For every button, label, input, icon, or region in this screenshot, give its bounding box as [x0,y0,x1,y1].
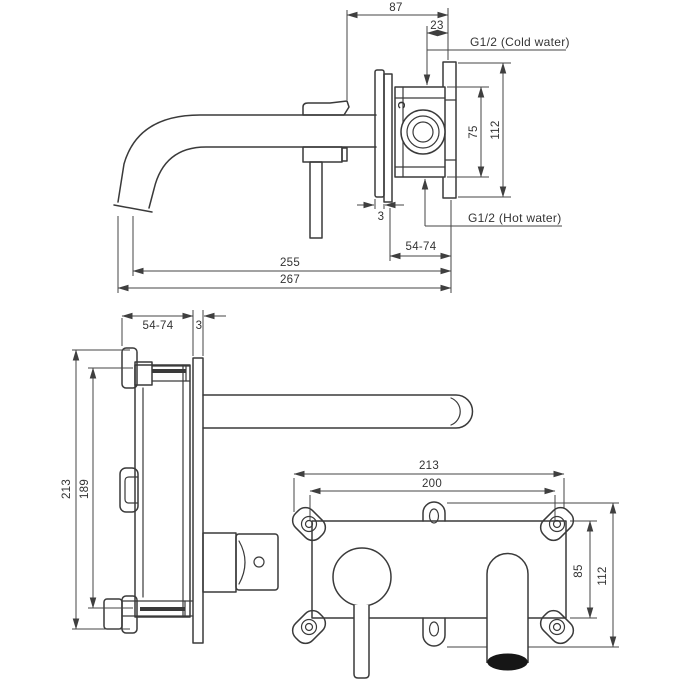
cold-marking: C [395,101,407,109]
spout-outlet-face [113,204,153,213]
box-body-side [103,347,204,644]
bottom-center-lug [422,617,446,647]
top-bolt-thread [152,369,186,373]
handle-grip [235,533,279,591]
spout-front [486,552,529,671]
spout-outlet-opening [487,653,528,671]
dim-112: 112 [490,120,502,139]
lug-slot [428,508,440,524]
set-screw-hole [253,556,265,568]
spout-side [202,394,474,429]
faucet-side-view: C 87 23 G1/2 (Cold water) 75 112 [113,2,570,293]
top-left-ear [291,506,327,542]
box-outline [134,364,191,618]
dim-54-74: 54-74 [406,241,437,253]
cartridge-inner [412,121,434,143]
box-front-outline [311,520,567,619]
dim-112-2: 112 [597,566,609,585]
dim-75: 75 [468,125,480,138]
valve-body: C [394,61,457,199]
dim-267: 267 [280,274,300,286]
handle-front [332,547,392,679]
box-side-view: 54-74 3 213 189 [61,310,474,644]
dim-3: 3 [378,211,385,223]
dim-54-74-2: 54-74 [143,320,174,332]
dim-3-2: 3 [196,320,203,332]
handle-side [202,532,279,593]
ear-slot [304,519,314,529]
handle-lever-front [353,605,370,679]
dim-200: 200 [422,478,442,490]
bottom-bolt-thread [140,607,185,611]
ear-slot [552,622,562,632]
box-front-dimensions: 213 200 85 112 [293,460,617,648]
spout-tube-front [486,552,529,663]
spout-profile [113,114,377,213]
dim-189: 189 [79,479,91,499]
dim-23: 23 [430,20,443,32]
hot-water-label: G1/2 (Hot water) [468,211,562,225]
top-right-ear [539,506,575,542]
box-front-view: 213 200 85 112 [291,460,619,679]
handle-lever-side [302,100,350,239]
lug-slot [428,621,440,637]
dim-87: 87 [389,2,402,14]
lever-rod [309,161,323,239]
ear-slot [552,519,562,529]
wall-plate-side [374,69,393,203]
handle-base-circle [332,547,392,607]
dim-213: 213 [61,479,73,499]
wall-plate-edge [192,357,204,644]
top-center-lug [422,501,446,524]
retaining-clip [119,467,139,513]
lever-clamp [302,146,343,163]
box-face [383,73,393,203]
lever-tip [302,100,350,116]
box-side-dimensions: 54-74 3 213 189 [61,310,226,630]
cold-water-label: G1/2 (Cold water) [470,35,570,49]
dim-85: 85 [573,564,585,577]
ear-slot [304,622,314,632]
handle-escutcheon [202,532,237,593]
bottom-left-ear [291,609,327,645]
bottom-right-ear [539,609,575,645]
faucet-side-dimensions: 87 23 G1/2 (Cold water) 75 112 G1/2 (Hot… [117,2,570,293]
dim-213-2: 213 [419,460,439,472]
cover-plate [374,69,385,198]
dim-255: 255 [280,257,300,269]
